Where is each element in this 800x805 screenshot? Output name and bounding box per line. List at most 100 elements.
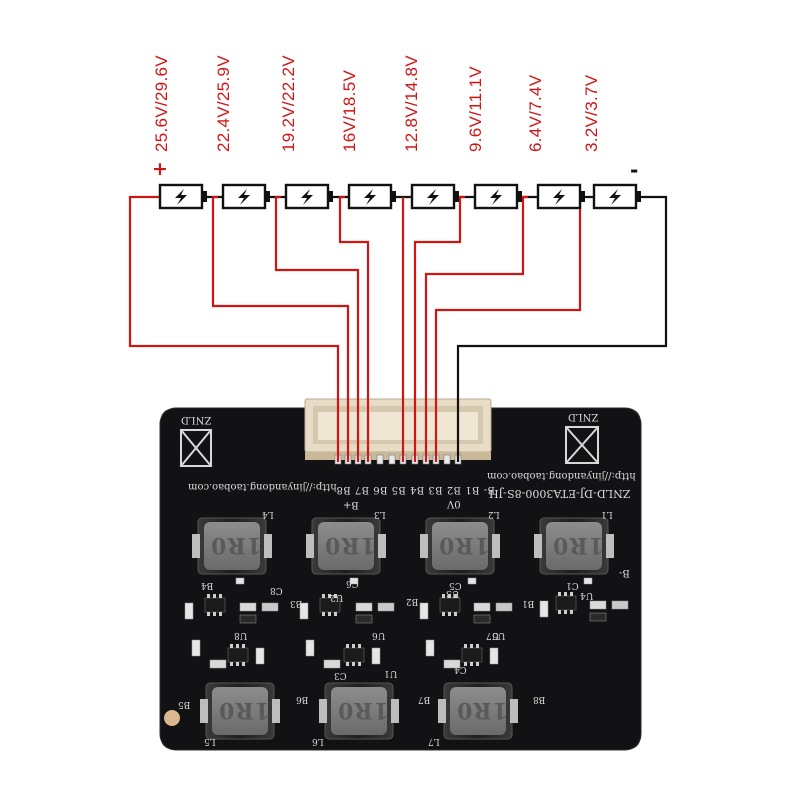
voltage-label: 6.4V/7.4V (526, 74, 545, 152)
smd-component (539, 600, 549, 618)
silkscreen-ref: B5 (178, 699, 191, 709)
balance-wire (274, 195, 360, 462)
smd-component (209, 659, 227, 669)
silkscreen-0v: 0V (447, 498, 461, 509)
silkscreen-ref: B3 (290, 598, 303, 608)
silkscreen-ref: U7 (486, 630, 500, 640)
silkscreen-ref: U3 (446, 588, 460, 598)
smd-ic (227, 644, 249, 666)
silkscreen-ref: C6 (346, 578, 359, 588)
silkscreen-ref: B2 (406, 596, 419, 606)
silkscreen-ref: L6 (312, 736, 324, 746)
smd-component (323, 659, 341, 669)
inductor-marking: 1R0 (456, 697, 508, 723)
battery-cell (158, 183, 207, 210)
plus-sign: + (152, 158, 168, 180)
smd-component (489, 647, 499, 665)
connector-pin (388, 454, 396, 465)
silkscreen-ref: L1 (601, 509, 613, 519)
silkscreen-brand-left: ZNLD (181, 414, 212, 425)
voltage-label: 9.6V/11.1V (466, 66, 485, 152)
smd-component (305, 639, 315, 657)
balance-wire (456, 195, 668, 462)
smd-component (349, 577, 359, 585)
battery-cell (347, 183, 396, 210)
battery-cell (592, 183, 641, 210)
inductor-marking: 1R0 (218, 697, 270, 723)
smd-ic (439, 594, 461, 616)
inductor (438, 682, 518, 740)
smd-ic (555, 592, 577, 614)
voltage-label: 12.8V/14.8V (402, 55, 421, 152)
balance-wire (128, 195, 340, 462)
smd-component (473, 614, 491, 624)
connector-pin (376, 454, 384, 465)
silkscreen-ref: B4 (201, 580, 214, 590)
silkscreen-ref: U2 (330, 592, 344, 602)
silkscreen-ref: U6 (372, 630, 386, 640)
silkscreen-ref: C3 (334, 670, 347, 680)
smd-component (611, 600, 629, 610)
silkscreen-ref: C1 (566, 580, 579, 590)
inductor-marking: 1R0 (324, 532, 376, 558)
inductor (319, 682, 399, 740)
silkscreen-url-left: http://jinyandong.taobao.com (188, 481, 337, 492)
silkscreen-ref: U1 (384, 668, 398, 678)
smd-component (495, 602, 513, 612)
battery-cell (473, 183, 522, 210)
voltage-label: 25.6V/29.6V (152, 55, 171, 152)
inductor (534, 517, 614, 575)
silkscreen-ref: B6 (296, 694, 309, 704)
silkscreen-ref: C8 (270, 585, 283, 595)
pcb-board (160, 408, 641, 750)
minus-sign: - (630, 158, 639, 182)
silkscreen-pin-labels: B- B1 B2 B3 B4 B5 B6 B7 B8 (336, 484, 496, 495)
inductor (192, 517, 272, 575)
smd-component (299, 602, 309, 620)
inductor-marking: 1R0 (552, 532, 604, 558)
inductor (200, 682, 280, 740)
smd-component (467, 577, 477, 585)
silkscreen-ref: B8 (533, 694, 546, 704)
silkscreen-ref: L5 (204, 736, 216, 746)
smd-ic (319, 594, 341, 616)
silkscreen-bminus: B- (619, 567, 630, 578)
smd-component (355, 614, 373, 624)
smd-component (261, 602, 279, 612)
smd-component (239, 602, 257, 612)
silkscreen-ref: L3 (374, 509, 386, 519)
smd-ic (461, 644, 483, 666)
silkscreen-ref: U4 (580, 590, 594, 600)
silkscreen-ref: U8 (234, 630, 248, 640)
smd-component (255, 647, 265, 665)
smd-component (589, 612, 607, 622)
smd-component (355, 602, 373, 612)
voltage-label: 3.2V/3.7V (582, 74, 601, 152)
inductor-marking: 1R0 (438, 532, 490, 558)
balance-wire (211, 195, 350, 462)
smd-component (239, 614, 257, 624)
voltage-label: 16V/18.5V (340, 69, 359, 152)
voltage-label: 19.2V/22.2V (279, 55, 298, 152)
smd-component (235, 577, 245, 585)
smd-ic (204, 594, 226, 616)
smd-component (377, 602, 395, 612)
silkscreen-ref: B1 (522, 598, 535, 608)
mounting-hole (164, 710, 180, 726)
silkscreen-ref: B7 (418, 694, 431, 704)
silkscreen-ref: L4 (262, 509, 274, 519)
silkscreen-ref: L7 (428, 736, 440, 746)
smd-component (589, 600, 607, 610)
battery-cell (536, 183, 585, 210)
battery-cell (284, 183, 333, 210)
silkscreen-ref: C4 (454, 664, 467, 674)
connector-pin (443, 454, 451, 465)
battery-cell (221, 183, 270, 210)
smd-ic (343, 644, 365, 666)
balance-wire (413, 195, 465, 462)
voltage-label: 22.4V/25.9V (214, 55, 233, 152)
smd-component (191, 639, 201, 657)
inductor (420, 517, 500, 575)
